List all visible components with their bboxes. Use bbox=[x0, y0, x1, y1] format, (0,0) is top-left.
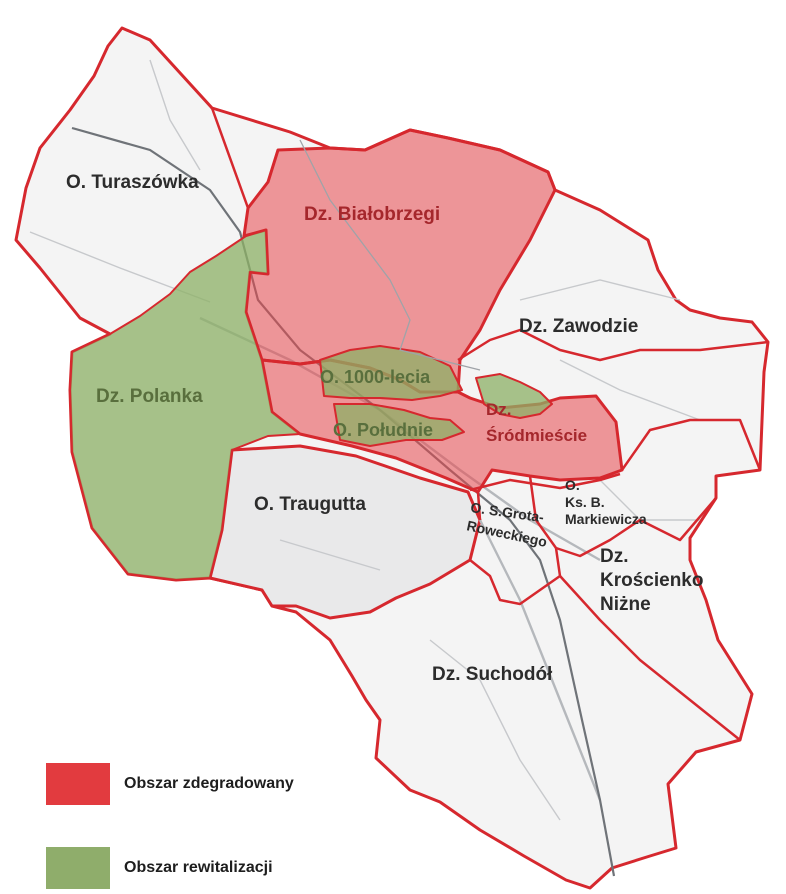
label-turaszowka: O. Turaszówka bbox=[66, 172, 199, 193]
label-poludnie: O. Południe bbox=[333, 420, 433, 440]
label-kroscienko-line3: Niżne bbox=[600, 594, 651, 615]
revitalization-area-polanka bbox=[69, 229, 301, 581]
label-polanka: Dz. Polanka bbox=[96, 386, 203, 407]
label-markiewicza-line1: O. bbox=[565, 477, 580, 493]
legend: Obszar zdegradowany Obszar rewitalizacji bbox=[46, 762, 376, 894]
label-markiewicza-line3: Markiewicza bbox=[565, 511, 647, 527]
revitalization-area-1000-lecia bbox=[319, 345, 463, 401]
legend-item-revitalization: Obszar rewitalizacji bbox=[46, 846, 376, 890]
road bbox=[519, 279, 681, 301]
district-border bbox=[457, 328, 769, 362]
label-1000-lecia: O. 1000-lecia bbox=[320, 367, 431, 387]
district-border bbox=[528, 475, 717, 558]
district-border bbox=[476, 491, 482, 521]
revitalization-area-srodmiescie bbox=[475, 373, 553, 419]
label-bialobrzegi: Dz. Białobrzegi bbox=[304, 204, 440, 225]
district-border bbox=[559, 575, 741, 741]
district-border bbox=[620, 418, 762, 471]
label-traugutta: O. Traugutta bbox=[254, 494, 366, 515]
label-kroscienko-line2: Krościenko bbox=[600, 570, 703, 591]
label-kroscienko-line1: Dz. bbox=[600, 546, 629, 567]
label-srodmiescie-line2: Śródmieście bbox=[486, 426, 587, 445]
airport-area bbox=[208, 444, 482, 620]
road bbox=[149, 59, 201, 171]
legend-item-degraded: Obszar zdegradowany bbox=[46, 762, 376, 806]
label-srodmiescie-line1: Dz. bbox=[486, 400, 512, 419]
legend-swatch-degraded bbox=[46, 763, 110, 805]
legend-swatch-revitalization bbox=[46, 847, 110, 889]
road bbox=[429, 639, 561, 821]
district-border bbox=[469, 472, 621, 492]
main-road bbox=[478, 519, 602, 801]
label-markiewicza-line2: Ks. B. bbox=[565, 494, 605, 510]
river bbox=[299, 139, 481, 371]
district-border bbox=[469, 547, 562, 606]
legend-label-degraded: Obszar zdegradowany bbox=[124, 775, 294, 792]
revitalization-area-poludnie bbox=[333, 403, 465, 447]
label-zawodzie: Dz. Zawodzie bbox=[519, 316, 638, 337]
legend-label-revitalization: Obszar rewitalizacji bbox=[124, 859, 273, 876]
road bbox=[279, 539, 381, 571]
label-suchodol: Dz. Suchodół bbox=[432, 664, 553, 685]
road bbox=[559, 359, 701, 421]
district-border bbox=[210, 107, 250, 209]
